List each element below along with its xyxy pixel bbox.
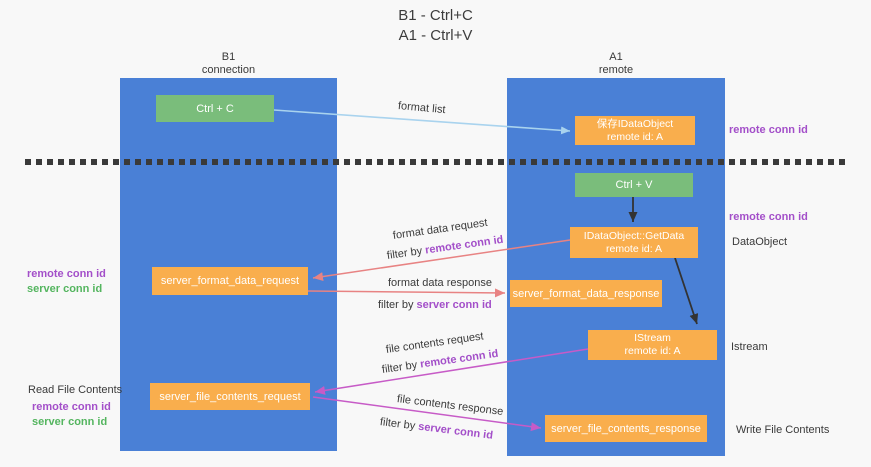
read-file-contents-label: Read File Contents: [28, 384, 123, 396]
node-server-format-data-request: server_format_data_request: [152, 267, 308, 295]
left-remote-conn-id-mid: remote conn id: [27, 268, 106, 280]
node-save-idataobject-line2: remote id: A: [606, 130, 664, 143]
node-idataobject-getdata: IDataObject::GetData remote id: A: [570, 227, 698, 258]
title-line-2: A1 - Ctrl+V: [398, 27, 473, 44]
node-ctrl-c-label: Ctrl + C: [196, 102, 234, 115]
node-istream-line2: remote id: A: [624, 345, 681, 357]
node-getdata-line1: IDataObject::GetData: [583, 229, 685, 242]
left-server-conn-id-mid: server conn id: [27, 283, 103, 295]
istream-side-label: Istream: [731, 341, 768, 353]
node-server-format-data-request-label: server_format_data_request: [160, 275, 300, 287]
left-column-role: connection: [201, 64, 256, 76]
node-ctrl-v-label: Ctrl + V: [615, 179, 653, 191]
server-conn-id-text: server conn id: [416, 299, 492, 311]
node-server-file-contents-response: server_file_contents_response: [545, 415, 707, 442]
node-server-format-data-response-label: server_format_data_response: [512, 287, 660, 300]
left-column-name: B1: [221, 51, 236, 63]
session-divider-dashed-line: [25, 159, 845, 165]
write-file-contents-label: Write File Contents: [736, 424, 830, 436]
node-server-file-contents-request: server_file_contents_request: [150, 383, 310, 410]
node-save-idataobject-line1: 保存IDataObject: [596, 117, 674, 130]
right-column-role: remote: [598, 64, 634, 76]
dataobject-label: DataObject: [732, 236, 788, 248]
node-server-file-contents-request-label: server_file_contents_request: [159, 390, 301, 403]
node-ctrl-v: Ctrl + V: [575, 173, 693, 197]
getdata-to-istream-arrow: [674, 257, 699, 325]
right-remote-conn-id-mid: remote conn id: [729, 211, 808, 223]
diagram-title: B1 - Ctrl+C A1 - Ctrl+V: [0, 6, 871, 46]
node-server-format-data-response: server_format_data_response: [510, 280, 662, 307]
node-server-file-contents-response-label: server_file_contents_response: [551, 422, 701, 435]
format-list-arrow: [273, 109, 571, 135]
right-column-header: A1 remote: [507, 51, 725, 77]
node-ctrl-c: Ctrl + C: [156, 95, 274, 122]
format-data-request-arrow: [312, 239, 571, 281]
right-column-name: A1: [609, 51, 623, 63]
left-server-conn-id-bottom: server conn id: [32, 416, 108, 428]
right-remote-conn-id-top: remote conn id: [729, 124, 808, 136]
filter-by-text: filter by: [378, 299, 414, 311]
file-contents-response-arrow: [312, 396, 542, 432]
node-istream-line1: IStream: [634, 332, 671, 344]
node-getdata-line2: remote id: A: [605, 242, 663, 255]
left-remote-conn-id-bottom: remote conn id: [32, 401, 111, 413]
filter-by-server-label-1: filter by server conn id: [378, 299, 492, 311]
format-data-response-label: format data response: [388, 277, 492, 289]
file-contents-request-arrow: [314, 348, 589, 395]
node-istream: IStream remote id: A: [588, 330, 717, 360]
left-column-header: B1 connection: [120, 51, 337, 77]
format-data-response-arrow: [307, 288, 506, 298]
title-line-1: B1 - Ctrl+C: [398, 7, 473, 24]
node-save-idataobject: 保存IDataObject remote id: A: [575, 116, 695, 145]
